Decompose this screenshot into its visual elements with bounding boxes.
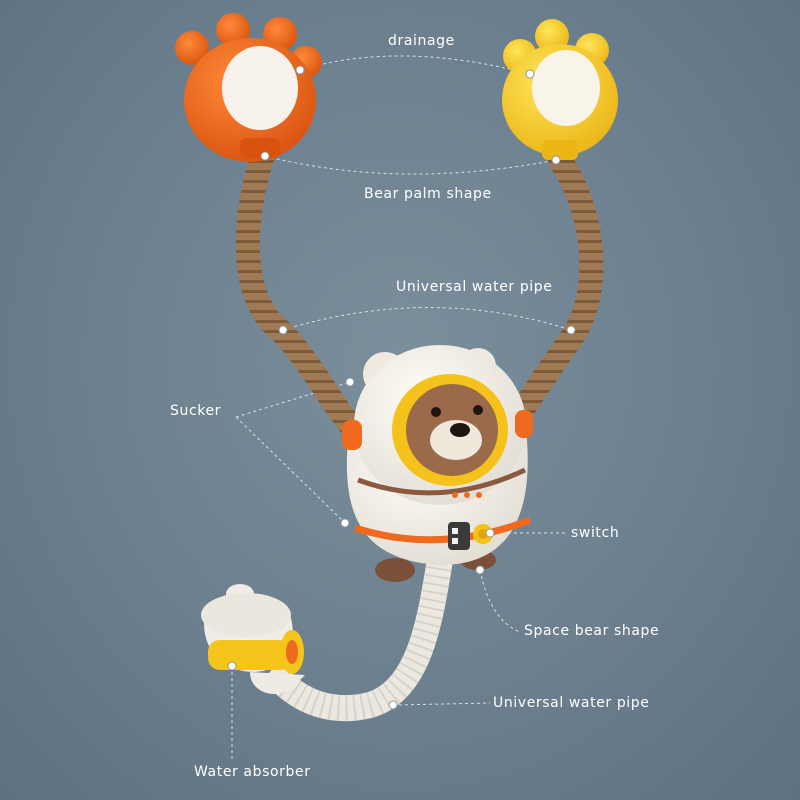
lower-pipe [267,547,453,722]
label-universal-water-pipe-upper: Universal water pipe [396,279,553,295]
label-water-absorber: Water absorber [194,764,311,780]
orange-palm-shower-head [175,13,322,162]
annotation-lines [231,55,572,760]
label-space-bear-shape: Space bear shape [524,623,660,639]
annotation-dots [227,65,576,710]
label-universal-water-pipe-lower: Universal water pipe [493,695,650,711]
label-drainage: drainage [388,33,455,49]
space-bear-body [342,345,533,582]
label-sucker: Sucker [170,403,222,419]
label-bear-palm-shape: Bear palm shape [364,186,492,202]
left-upper-pipe [235,138,367,442]
right-upper-pipe [503,148,604,432]
water-absorber [201,584,305,694]
yellow-palm-shower-head [502,19,618,160]
label-switch: switch [571,525,620,541]
